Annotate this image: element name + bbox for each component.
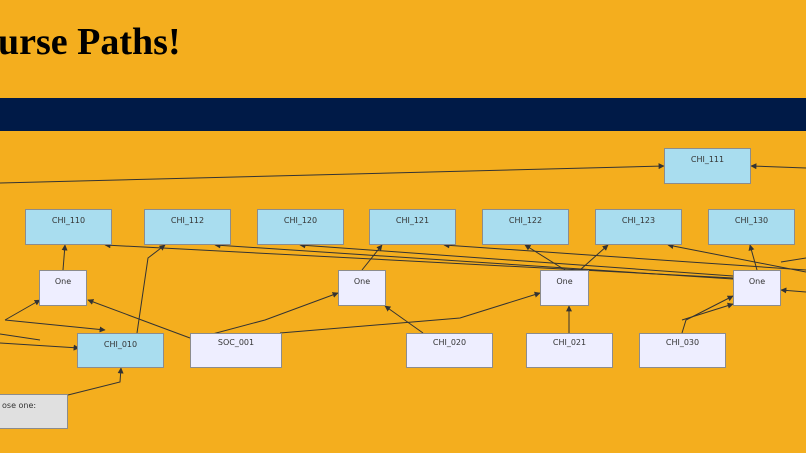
choice-node-one-1[interactable]: One: [39, 270, 87, 306]
edge-choose-to-chi-010: [67, 367, 124, 396]
course-node-chi-121[interactable]: CHI_121: [369, 209, 456, 245]
edge-left-b: [0, 333, 41, 341]
edge-one3-to-chi-122: [524, 244, 566, 271]
course-node-chi-123[interactable]: CHI_123: [595, 209, 682, 245]
edge-one4-to-chi-130: [748, 244, 758, 271]
course-node-chi-020[interactable]: CHI_020: [406, 333, 493, 368]
edge-to-chi-111: [0, 163, 665, 184]
edge-chi-020-to-one2: [384, 305, 424, 334]
course-node-chi-130[interactable]: CHI_130: [708, 209, 795, 245]
choice-node-one-2[interactable]: One: [338, 270, 386, 306]
page-title: urse Paths!: [0, 21, 181, 63]
edge-chi-030-to-one4: [681, 295, 734, 334]
edge-left-a: [0, 342, 80, 351]
edge-one2-to-chi-121: [361, 244, 383, 271]
course-node-chi-110[interactable]: CHI_110: [25, 209, 112, 245]
edge-right-to-chi-111: [750, 163, 806, 170]
edge-one4-to-chi-120: [299, 242, 734, 277]
course-node-chi-021[interactable]: CHI_021: [526, 333, 613, 368]
edge-right-to-one4: [780, 287, 806, 294]
course-node-chi-120[interactable]: CHI_120: [257, 209, 344, 245]
edge-right-to-chi-121: [443, 242, 806, 271]
edge-one3-to-chi-123: [579, 244, 609, 271]
edge-left-to-one1: [4, 299, 41, 321]
course-node-chi-122[interactable]: CHI_122: [482, 209, 569, 245]
edge-chi-030-to-one4-b: [681, 302, 734, 321]
choice-node-one-4[interactable]: One: [733, 270, 781, 306]
edge-chi-010-to-chi-112: [136, 244, 166, 334]
edge-right-to-chi-123: [667, 243, 806, 273]
course-node-chi-010[interactable]: CHI_010: [77, 333, 164, 368]
choose-one-node[interactable]: ose one:: [0, 394, 68, 429]
edge-right-exit: [780, 257, 806, 263]
edge-chi-010-to-one1: [4, 319, 106, 333]
choice-node-one-3[interactable]: One: [540, 270, 589, 306]
course-node-chi-112[interactable]: CHI_112: [144, 209, 231, 245]
course-node-chi-111[interactable]: CHI_111: [664, 148, 751, 184]
edge-soc-001-to-one3: [279, 291, 541, 334]
course-node-soc-001[interactable]: SOC_001: [190, 333, 282, 368]
course-node-chi-030[interactable]: CHI_030: [639, 333, 726, 368]
edge-one1-to-chi-110: [61, 244, 68, 271]
header-band: [0, 98, 806, 131]
edge-one4-to-chi-112: [214, 242, 734, 280]
edge-soc-001-to-one1: [87, 299, 191, 339]
